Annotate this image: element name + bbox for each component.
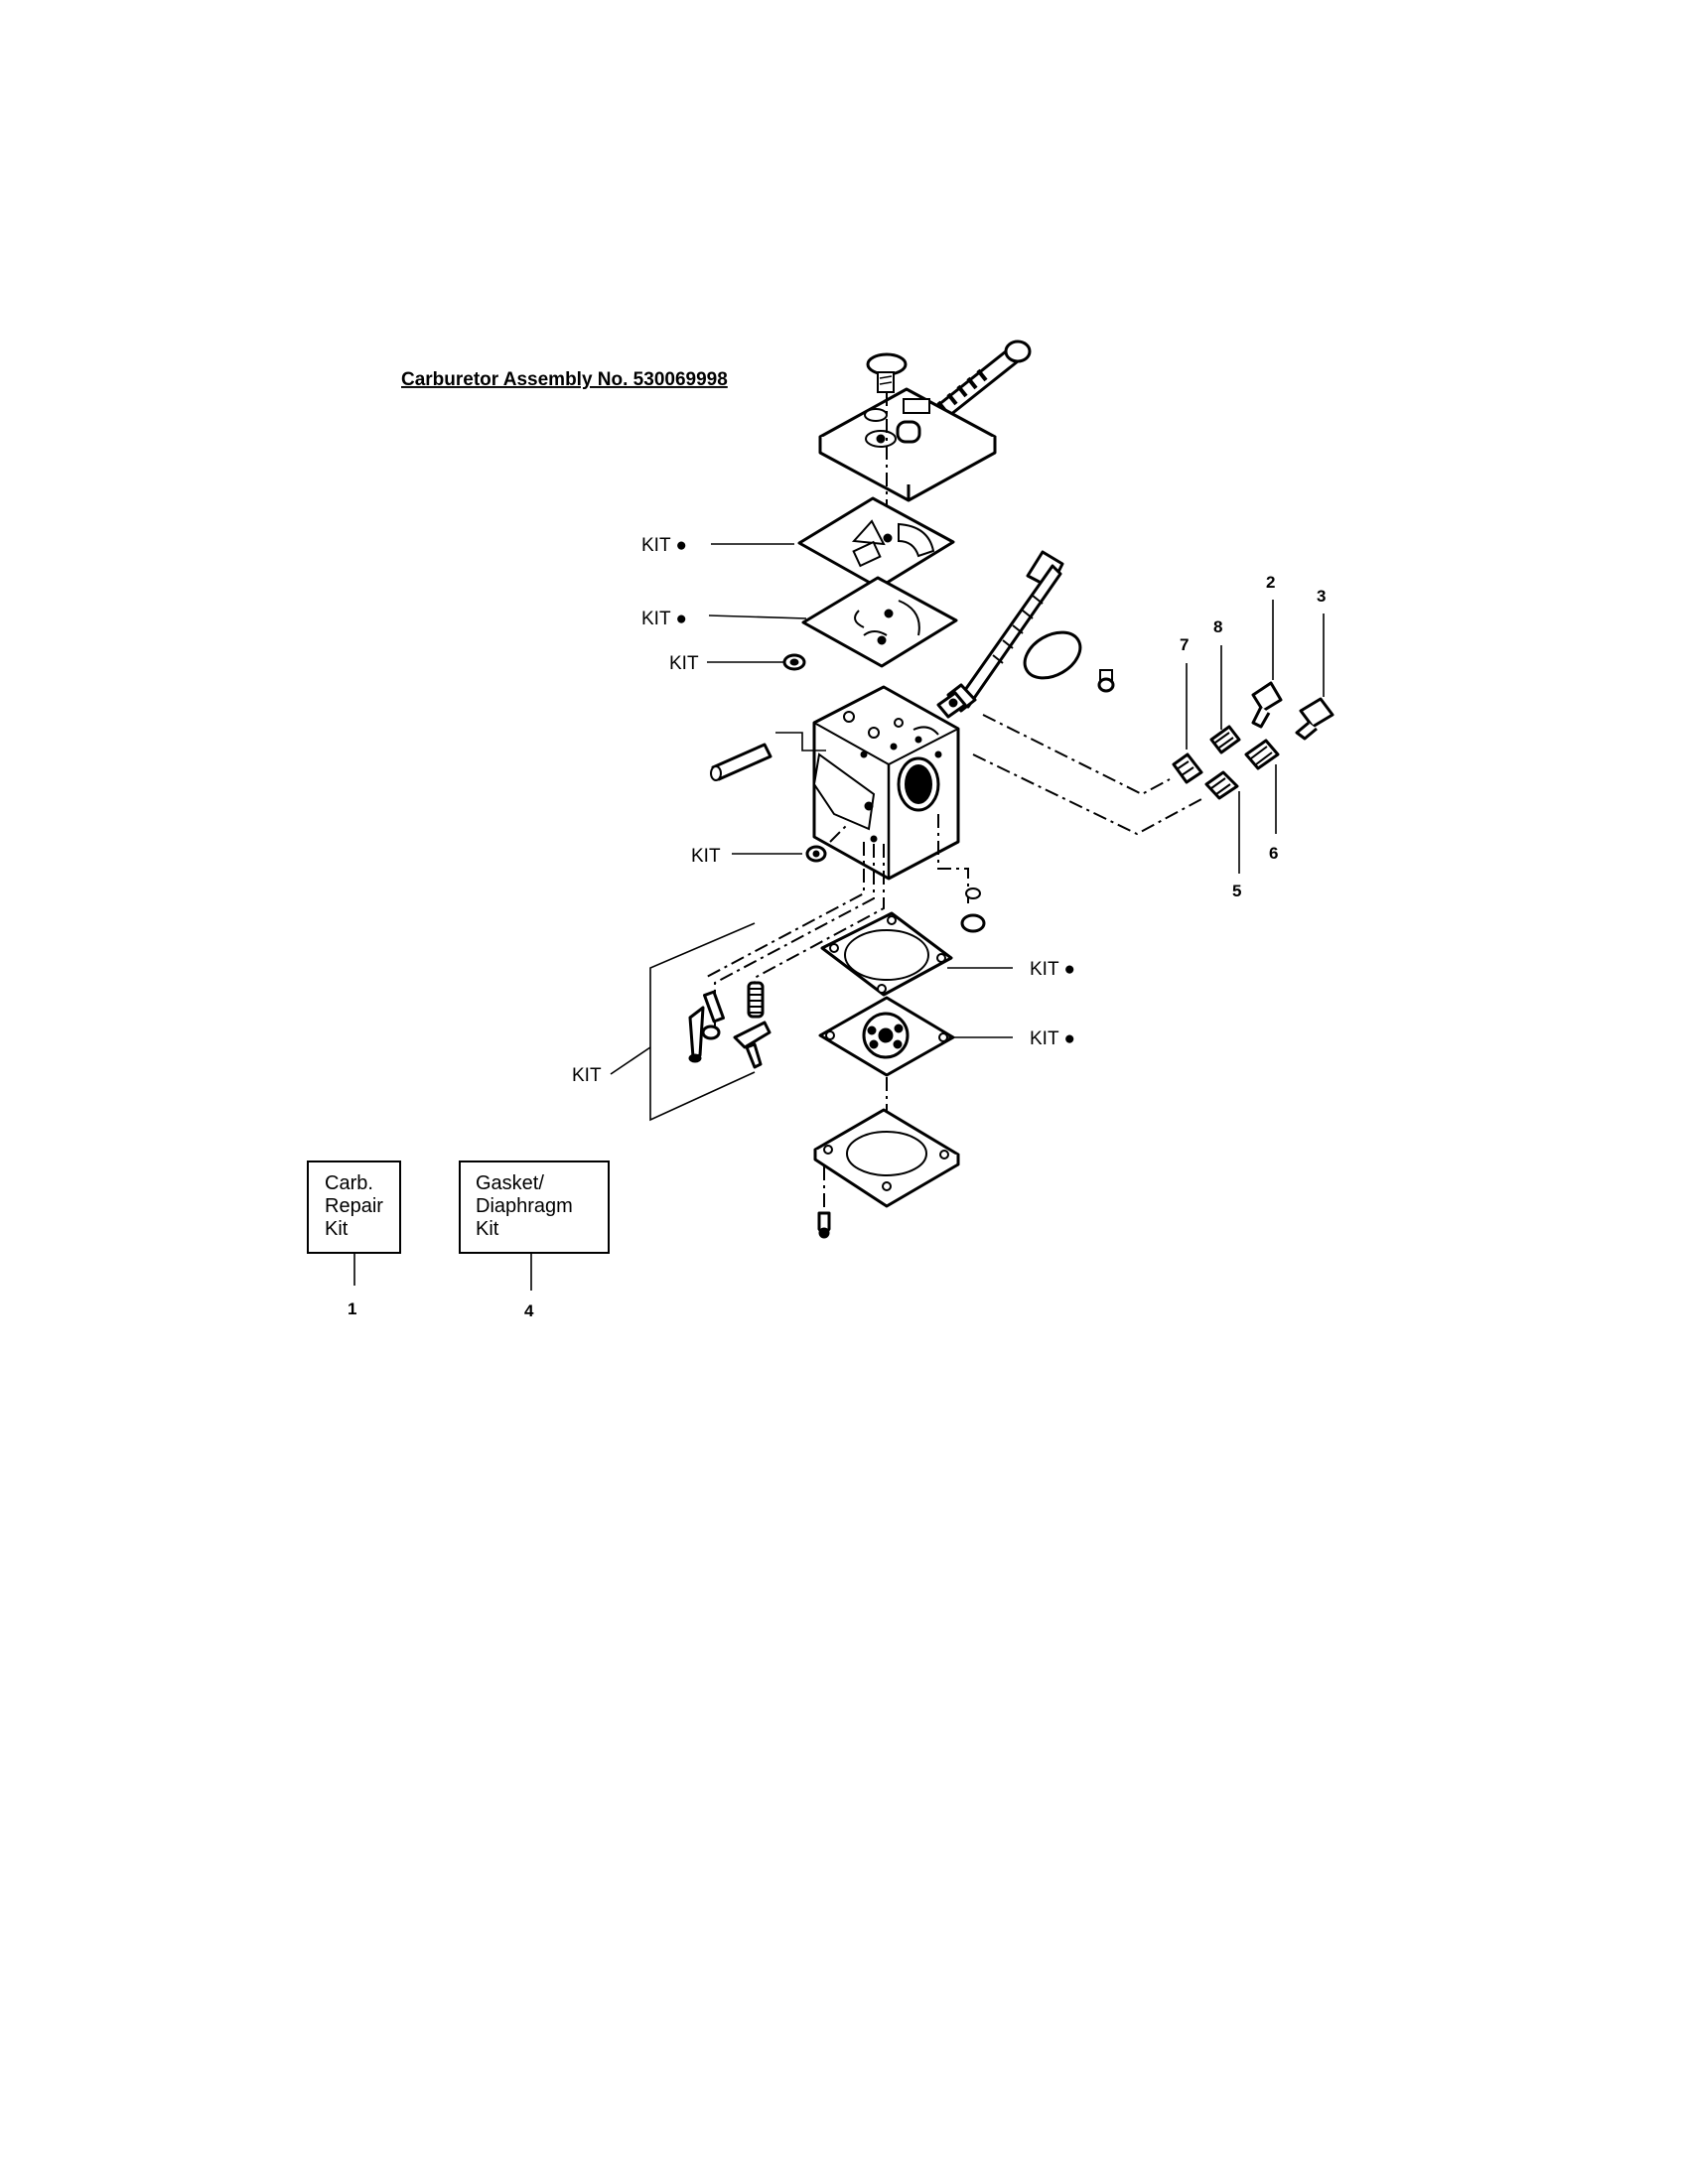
adjust-screw-spring [931, 340, 1032, 421]
callout-7: 7 [1180, 635, 1189, 654]
cover-screw [817, 1211, 831, 1239]
inlet-needle [688, 1006, 705, 1063]
callout-8: 8 [1213, 617, 1222, 636]
inlet-screen [782, 653, 806, 671]
kit-label-metering-diaphragm: KIT ● [1030, 1028, 1075, 1049]
throttle-shaft [946, 550, 1064, 713]
svg-text:Diaphragm: Diaphragm [476, 1195, 573, 1217]
svg-text:Kit: Kit [325, 1218, 349, 1240]
part-7-needle [1172, 752, 1203, 784]
diagram-title: Carburetor Assembly No. 530069998 [401, 369, 728, 390]
part-2-limiter-cap [1251, 681, 1283, 729]
kit-label-pump-diaphragm: KIT ● [641, 609, 687, 629]
svg-text:Kit: Kit [476, 1218, 499, 1240]
bracket-lever-group [649, 922, 756, 1122]
part-5-needle [1204, 770, 1239, 800]
metering-diaphragm [818, 996, 955, 1077]
dash-to-part-7 [982, 714, 1171, 796]
small-o-rings [960, 887, 986, 933]
callout-3: 3 [1317, 587, 1326, 606]
kit-label-lever-group: KIT [572, 1065, 602, 1086]
kit-box-ref-4: 4 [524, 1301, 534, 1320]
dash-to-lever-a [704, 842, 865, 979]
svg-text:Repair: Repair [325, 1195, 383, 1217]
kit-label-inlet-screen: KIT [669, 653, 699, 674]
top-screw [866, 352, 908, 393]
pump-cover [818, 387, 997, 502]
kit-box-gasket-diaphragm: Gasket/ Diaphragm Kit 4 [459, 1160, 610, 1320]
pump-gasket [797, 496, 955, 590]
dash-to-part-5 [972, 753, 1202, 836]
svg-text:Gasket/: Gasket/ [476, 1172, 544, 1194]
kit-box-ref-1: 1 [348, 1299, 356, 1318]
leader-choke-pin [775, 732, 826, 751]
metering-gasket [820, 911, 953, 997]
metering-cover [813, 1108, 960, 1208]
metering-spring [747, 981, 765, 1019]
leader-diaphragm [708, 614, 807, 619]
svg-text:Carb.: Carb. [325, 1172, 373, 1194]
metering-lever-pin [701, 990, 725, 1040]
throttle-plate [1023, 630, 1082, 680]
kit-label-pump-gasket: KIT ● [641, 535, 687, 556]
dash-to-lever-b [714, 844, 875, 1042]
throttle-plate-screw [1097, 669, 1115, 693]
part-6-spring [1244, 739, 1280, 770]
metering-lever [733, 1021, 772, 1069]
pump-diaphragm [801, 576, 958, 668]
dash-to-orings [937, 814, 969, 903]
kit-box-carb-repair: Carb. Repair Kit 1 [307, 1160, 401, 1318]
welch-plug [805, 845, 827, 863]
callout-6: 6 [1269, 844, 1278, 863]
callout-5: 5 [1232, 882, 1241, 900]
leader-lever-group [610, 1046, 651, 1075]
choke-pin [710, 743, 772, 781]
part-8-spring [1209, 725, 1241, 754]
idle-needle-fitting [936, 691, 967, 719]
carburetor-body [812, 685, 960, 881]
callout-2: 2 [1266, 573, 1275, 592]
axis-welch-plug [829, 825, 847, 843]
kit-label-welch-plug: KIT [691, 846, 721, 867]
part-3-limiter-cap [1295, 697, 1334, 741]
kit-label-metering-gasket: KIT ● [1030, 959, 1075, 980]
